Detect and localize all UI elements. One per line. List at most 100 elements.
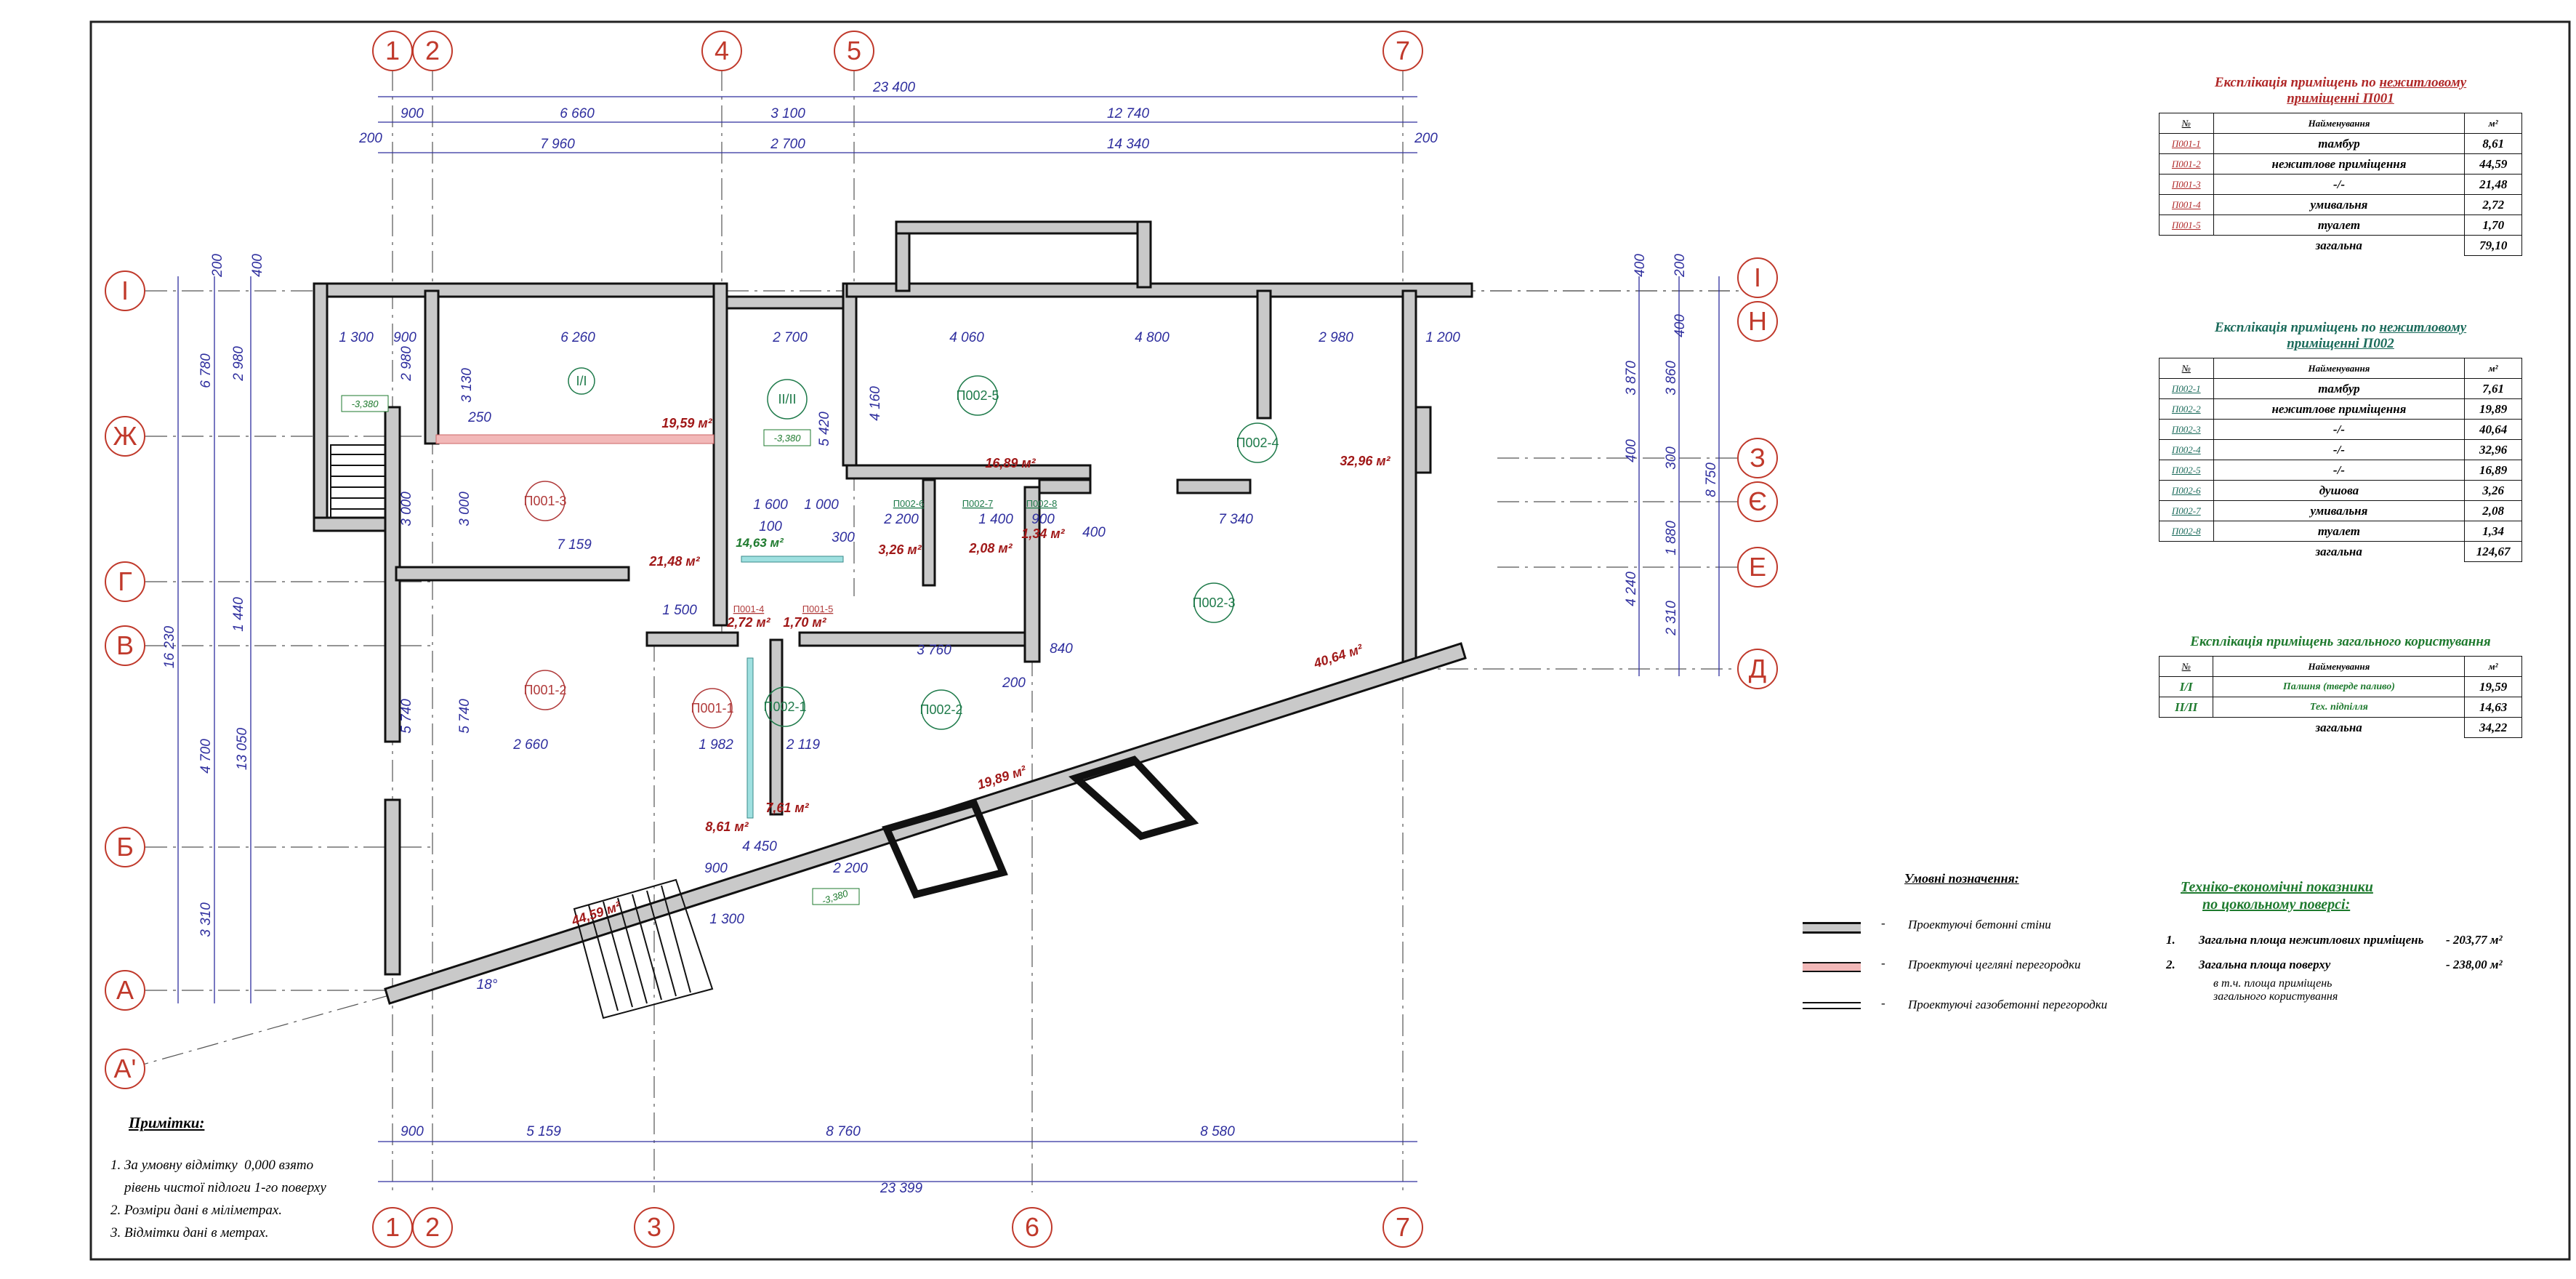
- t1-row-1-cell-2: 44,59: [2464, 153, 2522, 175]
- t1-row-0-cell-1: тамбур: [2213, 133, 2466, 154]
- room-tag-10: П002-6: [893, 498, 925, 509]
- dim-inner-21: 4 450: [742, 839, 777, 854]
- table-p002-title: Експлікація приміщень по нежитловому при…: [2159, 320, 2522, 352]
- dim-bottom-r1-0: 900: [401, 1124, 424, 1139]
- tep-item-1: 2.Загальна площа поверху- 238,00 м²: [2166, 953, 2544, 977]
- dim-inner-5: 4 800: [1135, 330, 1170, 345]
- dim-left-4: 6 780: [198, 353, 214, 388]
- dim-inner-13: 900: [1031, 512, 1055, 527]
- legend-item-1: -Проектуючі цегляні перегородки: [1803, 956, 2181, 978]
- tep-sub-a: в т.ч. площа приміщень: [2213, 977, 2333, 990]
- t2-total-cell-0: [2160, 542, 2214, 562]
- axis-left-2-label: Г: [118, 566, 132, 596]
- dim-left-top-1: 400: [250, 254, 265, 277]
- legend-swatch-1: [1803, 962, 1861, 972]
- t1-total-cell-1: загальна: [2315, 238, 2362, 252]
- dim-inner-4: 4 060: [949, 330, 984, 345]
- dim-inner-38: 18°: [477, 977, 498, 993]
- dim-top-r1-1: 6 660: [560, 106, 595, 121]
- t2-row-3-cell-1: -/-: [2213, 439, 2466, 460]
- legend-label-2: Проектуючі газобетонні перегородки: [1908, 998, 2108, 1011]
- dim-inner-11: 2 200: [883, 512, 919, 527]
- room-circle-9: [957, 375, 998, 416]
- t2-row-1-cell-1: нежитлове приміщення: [2213, 398, 2466, 420]
- t1-row-2-cell-1: -/-: [2213, 174, 2466, 195]
- room-circle-5: [765, 686, 805, 727]
- legend-label-1: Проектуючі цегляні перегородки: [1908, 958, 2081, 971]
- axis-bottom-1-circle: [412, 1207, 453, 1248]
- dim-inner-7: 1 200: [1425, 330, 1460, 345]
- dim-bottom-overall: 23 399: [880, 1181, 923, 1196]
- dim-inner-20: 2 119: [786, 737, 821, 753]
- dim-right-0: 3 870: [1624, 361, 1639, 396]
- t2-row-2: П002-3-/-40,64: [2159, 419, 2522, 440]
- t2-row-5-cell-0: П002-6: [2159, 480, 2214, 501]
- tep-title-b: по цокольному поверсі:: [2202, 897, 2351, 913]
- dim-left-6: 16 230: [162, 626, 177, 669]
- axis-top-3-label: 5: [847, 36, 861, 65]
- dim-top-r2-0: 7 960: [540, 137, 575, 152]
- dim-right-3: 2 310: [1664, 601, 1679, 636]
- dim-left-3: 3 310: [198, 902, 214, 937]
- tep-item-0-part-1: Загальна площа нежитлових приміщень: [2199, 933, 2424, 947]
- dim-inner-23: 1 300: [709, 912, 744, 927]
- t2-row-4: П002-5-/-16,89: [2159, 460, 2522, 481]
- axis-bottom-1-label: 2: [425, 1212, 440, 1242]
- area-9: 32,96 м²: [1340, 454, 1390, 468]
- area-8: 40,64 м²: [1311, 641, 1365, 671]
- level-box-1: [763, 429, 811, 446]
- axis-left-2-circle: [105, 561, 145, 602]
- room-tag-12: П002-8: [1026, 498, 1058, 509]
- notes-block: Примітки: 1. За умовну відмітку 0,000 вз…: [110, 1114, 547, 1244]
- area-10: 16,89 м²: [985, 456, 1036, 470]
- room-tag-6: П002-2: [920, 702, 963, 717]
- axis-right-3-label: Є: [1748, 486, 1767, 516]
- legend-swatch-2: [1803, 1002, 1861, 1009]
- area-6: 1,70 м²: [783, 615, 826, 630]
- t2-row-3-cell-2: 32,96: [2464, 439, 2522, 460]
- room-tag-7: П002-3: [1193, 596, 1236, 610]
- room-tag-2: П001-3: [524, 494, 567, 508]
- room-circle-13: [568, 367, 595, 395]
- axis-left-4-circle: [105, 827, 145, 867]
- legend-swatch-0: [1803, 922, 1861, 934]
- dim-inner-15: 1 500: [662, 603, 697, 618]
- t1-row-3-cell-1: умивальня: [2213, 194, 2466, 215]
- axis-right-4-label: Е: [1749, 552, 1766, 582]
- dim-right-top-0: 400: [1633, 254, 1648, 277]
- t3-row-1-cell-2: 14,63: [2464, 697, 2522, 718]
- dim-inner-28: 5 740: [457, 699, 472, 734]
- room-tag-13: І/І: [576, 374, 587, 388]
- axis-left-3-circle: [105, 625, 145, 666]
- t2-row-4-cell-0: П002-5: [2159, 460, 2214, 481]
- axis-top-2-circle: [701, 31, 742, 71]
- legend-item-2: -Проектуючі газобетонні перегородки: [1803, 996, 2181, 1018]
- axis-right-0-circle: [1737, 257, 1778, 298]
- axis-left-0-circle: [105, 270, 145, 311]
- table-common: Експлікація приміщень загального користу…: [2158, 634, 2522, 738]
- room-circle-7: [1194, 582, 1234, 623]
- t2-row-6-cell-0: П002-7: [2159, 500, 2214, 521]
- dim-right-6: 4 240: [1624, 572, 1639, 606]
- axis-left-0-label: І: [121, 276, 129, 305]
- dim-inner-31: 3 130: [459, 368, 475, 403]
- dim-inner-26: 3 000: [457, 492, 472, 526]
- tep-sub-b: загального користування: [2213, 990, 2338, 1003]
- tep-sub: в т.ч. площа приміщень загального корист…: [2166, 977, 2544, 1003]
- area-green-0: 14,63 м²: [736, 536, 784, 550]
- room-tag-1: П001-2: [524, 683, 567, 697]
- dim-inner-24: 900: [704, 861, 728, 876]
- axis-right-1-circle: [1737, 301, 1778, 342]
- dim-right-7: 8 750: [1704, 462, 1719, 497]
- t1-row-2-cell-2: 21,48: [2464, 174, 2522, 195]
